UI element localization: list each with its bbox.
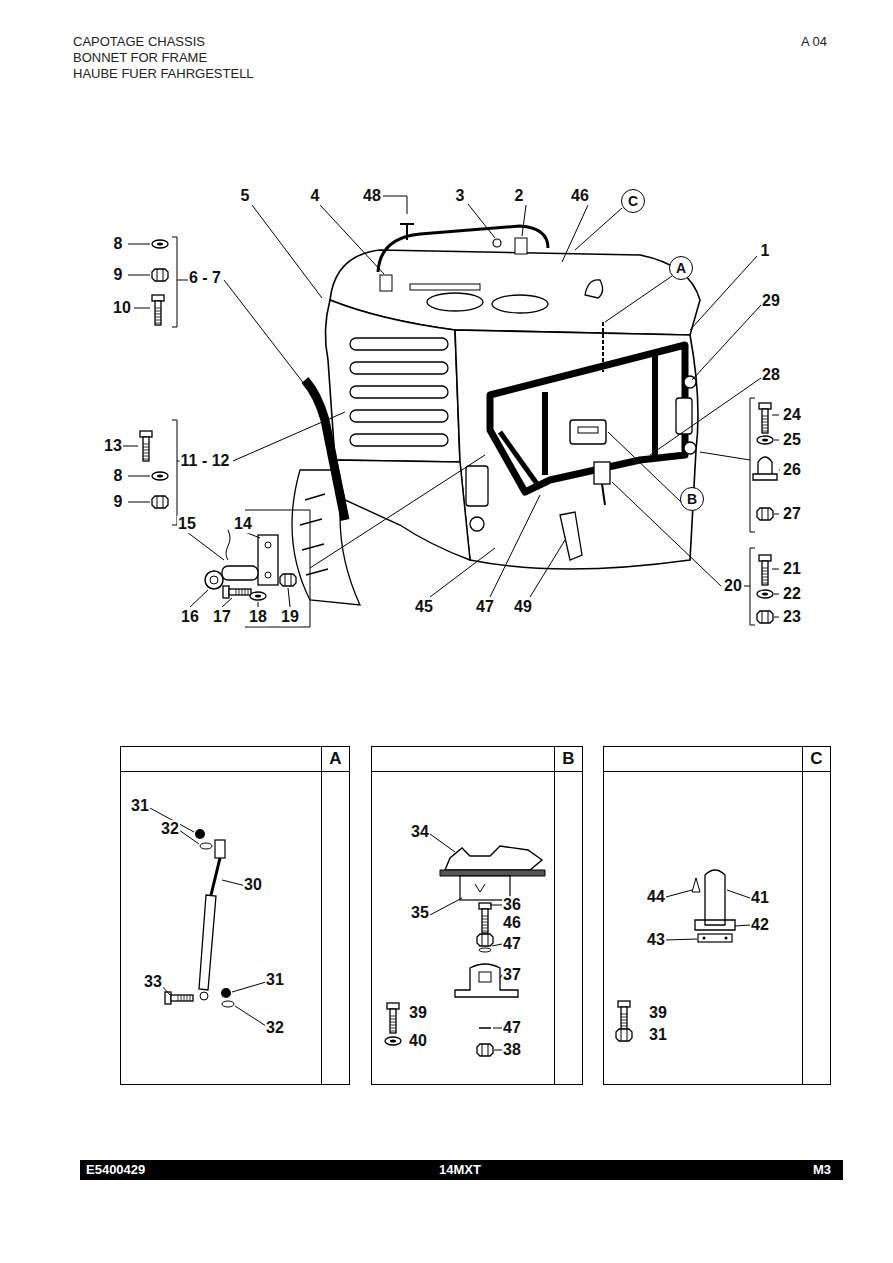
callout-letter: B [687, 491, 697, 507]
callout-number: 46 [502, 914, 522, 932]
callout-number: 40 [408, 1032, 428, 1050]
callout-number: 20 [723, 577, 743, 595]
callout-circle: A [669, 256, 693, 280]
detail-panel: C [603, 746, 831, 1085]
panel-letter: B [562, 749, 574, 769]
callout-number: 36 [502, 896, 522, 914]
callout-number: 31 [130, 797, 150, 815]
callout-number: 9 [113, 493, 124, 511]
callout-number: 28 [761, 366, 781, 384]
callout-number: 47 [502, 935, 522, 953]
callout-letter: A [676, 260, 686, 276]
callout-number: 31 [265, 971, 285, 989]
callout-number: 22 [782, 585, 802, 603]
callout-number: 47 [502, 1019, 522, 1037]
header-text: A 04 [800, 35, 828, 49]
callout-number: 32 [160, 820, 180, 838]
callout-number: 44 [646, 888, 666, 906]
callout-number: 10 [112, 299, 132, 317]
callout-number: 6 - 7 [188, 269, 222, 287]
callout-number: 48 [362, 187, 382, 205]
callout-number: 33 [143, 973, 163, 991]
callout-number: 24 [782, 406, 802, 424]
callout-number: 11 - 12 [180, 452, 231, 470]
callout-circle: C [621, 189, 645, 213]
panel-letter: A [329, 749, 341, 769]
callout-circle: B [680, 487, 704, 511]
callout-number: 23 [782, 608, 802, 626]
callout-number: 17 [212, 608, 232, 626]
callout-number: 8 [113, 467, 124, 485]
detail-panel: A [120, 746, 350, 1085]
panel-divider [554, 747, 555, 1084]
callout-number: 26 [782, 461, 802, 479]
callout-number: 1 [760, 242, 771, 260]
callout-number: 31 [648, 1026, 668, 1044]
callout-number: 39 [408, 1004, 428, 1022]
callout-number: 42 [750, 916, 770, 934]
panel-header-rule [121, 771, 349, 772]
callout-number: 18 [248, 608, 268, 626]
callout-number: 16 [180, 608, 200, 626]
callout-number: 49 [513, 598, 533, 616]
callout-number: 2 [514, 187, 525, 205]
callout-number: 21 [782, 560, 802, 578]
header-text: HAUBE FUER FAHRGESTELL [72, 67, 255, 81]
callout-number: 41 [750, 889, 770, 907]
panel-header-rule [372, 771, 582, 772]
detail-panel: B [371, 746, 583, 1085]
callout-number: 14 [233, 515, 253, 533]
callout-number: 30 [243, 876, 263, 894]
callout-number: 43 [646, 931, 666, 949]
callout-number: 15 [177, 515, 197, 533]
callout-number: 9 [113, 266, 124, 284]
callout-number: 37 [502, 966, 522, 984]
panel-divider [321, 747, 322, 1084]
panel-letter-cell: C [803, 747, 830, 771]
callout-number: 27 [782, 505, 802, 523]
callout-number: 32 [265, 1019, 285, 1037]
callout-number: 29 [761, 292, 781, 310]
callout-letter: C [628, 193, 638, 209]
callout-number: 47 [475, 598, 495, 616]
footer-text: E5400429 [85, 1163, 146, 1177]
callout-number: 25 [782, 431, 802, 449]
panel-letter: C [810, 749, 822, 769]
callout-number: 45 [414, 598, 434, 616]
panel-divider [802, 747, 803, 1084]
panel-letter-cell: B [555, 747, 582, 771]
callout-number: 3 [455, 187, 466, 205]
callout-number: 34 [410, 823, 430, 841]
footer-text: M3 [812, 1163, 832, 1177]
footer-text: 14MXT [438, 1163, 482, 1177]
callout-number: 13 [103, 437, 123, 455]
page-title: CAPOTAGE CHASSIS [72, 35, 206, 49]
callout-number: 46 [570, 187, 590, 205]
callout-number: 8 [113, 235, 124, 253]
header-text: BONNET FOR FRAME [72, 51, 208, 65]
callout-number: 5 [240, 187, 251, 205]
callout-number: 4 [310, 187, 321, 205]
panel-letter-cell: A [322, 747, 349, 771]
callout-number: 39 [648, 1004, 668, 1022]
panel-header-rule [604, 771, 830, 772]
callout-number: 38 [502, 1041, 522, 1059]
callout-number: 35 [410, 904, 430, 922]
callout-number: 19 [280, 608, 300, 626]
